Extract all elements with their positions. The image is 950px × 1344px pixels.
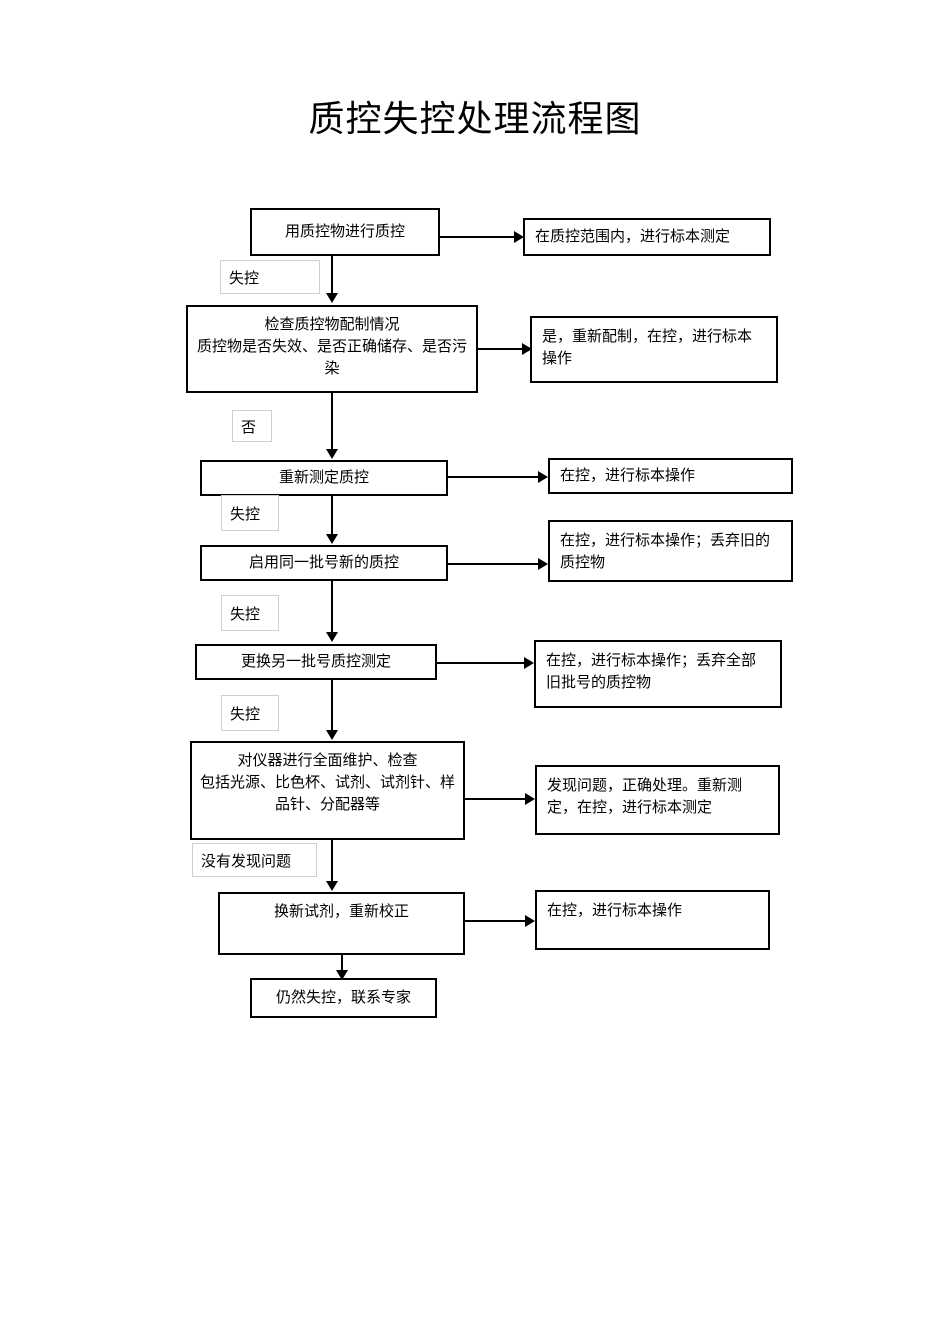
process-box-step4[interactable]: 启用同一批号新的质控 [200,545,448,581]
edge-label-shikong-4: 失控 [221,695,279,731]
connector-step4-to-outcome4 [448,563,544,565]
edge-label-shikong-3: 失控 [221,595,279,631]
connector-step6-to-step7 [331,840,333,884]
process-box-step3[interactable]: 重新测定质控 [200,460,448,496]
connector-step1-to-step2 [331,256,333,296]
arrowhead-step5-to-outcome5 [524,657,534,669]
connector-step6-to-outcome6 [465,798,530,800]
arrowhead-step7-to-step8 [336,970,348,980]
arrowhead-step2-to-step3 [326,449,338,459]
connector-step5-to-step6 [331,680,333,732]
arrowhead-step5-to-step6 [326,730,338,740]
edge-label-fou: 否 [232,410,272,442]
process-box-step1[interactable]: 用质控物进行质控 [250,208,440,256]
process-box-step8[interactable]: 仍然失控，联系专家 [250,978,437,1018]
arrowhead-step6-to-outcome6 [525,793,535,805]
connector-step2-to-outcome2 [478,348,526,350]
connector-step3-to-outcome3 [448,476,544,478]
outcome-box-7[interactable]: 在控，进行标本操作 [535,890,770,950]
connector-step2-to-step3 [331,393,333,453]
outcome-box-3[interactable]: 在控，进行标本操作 [548,458,793,494]
connector-step7-to-outcome7 [465,920,530,922]
arrowhead-step4-to-step5 [326,632,338,642]
process-box-step6[interactable]: 对仪器进行全面维护、检查 包括光源、比色杯、试剂、试剂针、样品针、分配器等 [190,741,465,840]
outcome-box-4[interactable]: 在控，进行标本操作；丢弃旧的质控物 [548,520,793,582]
outcome-box-1[interactable]: 在质控范围内，进行标本测定 [523,218,771,256]
arrowhead-step7-to-outcome7 [525,915,535,927]
arrowhead-step2-to-outcome2 [522,343,532,355]
edge-label-shikong-1: 失控 [220,260,320,294]
process-box-step2[interactable]: 检查质控物配制情况 质控物是否失效、是否正确储存、是否污染 [186,305,478,393]
connector-step1-to-outcome1 [440,236,518,238]
outcome-box-2[interactable]: 是，重新配制，在控，进行标本操作 [530,316,778,383]
connector-step5-to-outcome5 [437,662,530,664]
arrowhead-step1-to-outcome1 [514,231,524,243]
connector-step7-to-step8 [341,955,343,975]
outcome-box-6[interactable]: 发现问题，正确处理。重新测定，在控，进行标本测定 [535,765,780,835]
process-box-step5[interactable]: 更换另一批号质控测定 [195,644,437,680]
connector-step3-to-step4 [331,496,333,538]
page-title: 质控失控处理流程图 [308,99,642,140]
edge-label-no-problem-found: 没有发现问题 [192,843,317,877]
arrowhead-step3-to-outcome3 [538,471,548,483]
edge-label-shikong-2: 失控 [221,495,279,531]
arrowhead-step3-to-step4 [326,534,338,544]
outcome-box-5[interactable]: 在控，进行标本操作；丢弃全部旧批号的质控物 [534,640,782,708]
arrowhead-step6-to-step7 [326,881,338,891]
process-box-step7[interactable]: 换新试剂，重新校正 [218,892,465,955]
connector-step4-to-step5 [331,581,333,635]
arrowhead-step1-to-step2 [326,293,338,303]
arrowhead-step4-to-outcome4 [538,558,548,570]
